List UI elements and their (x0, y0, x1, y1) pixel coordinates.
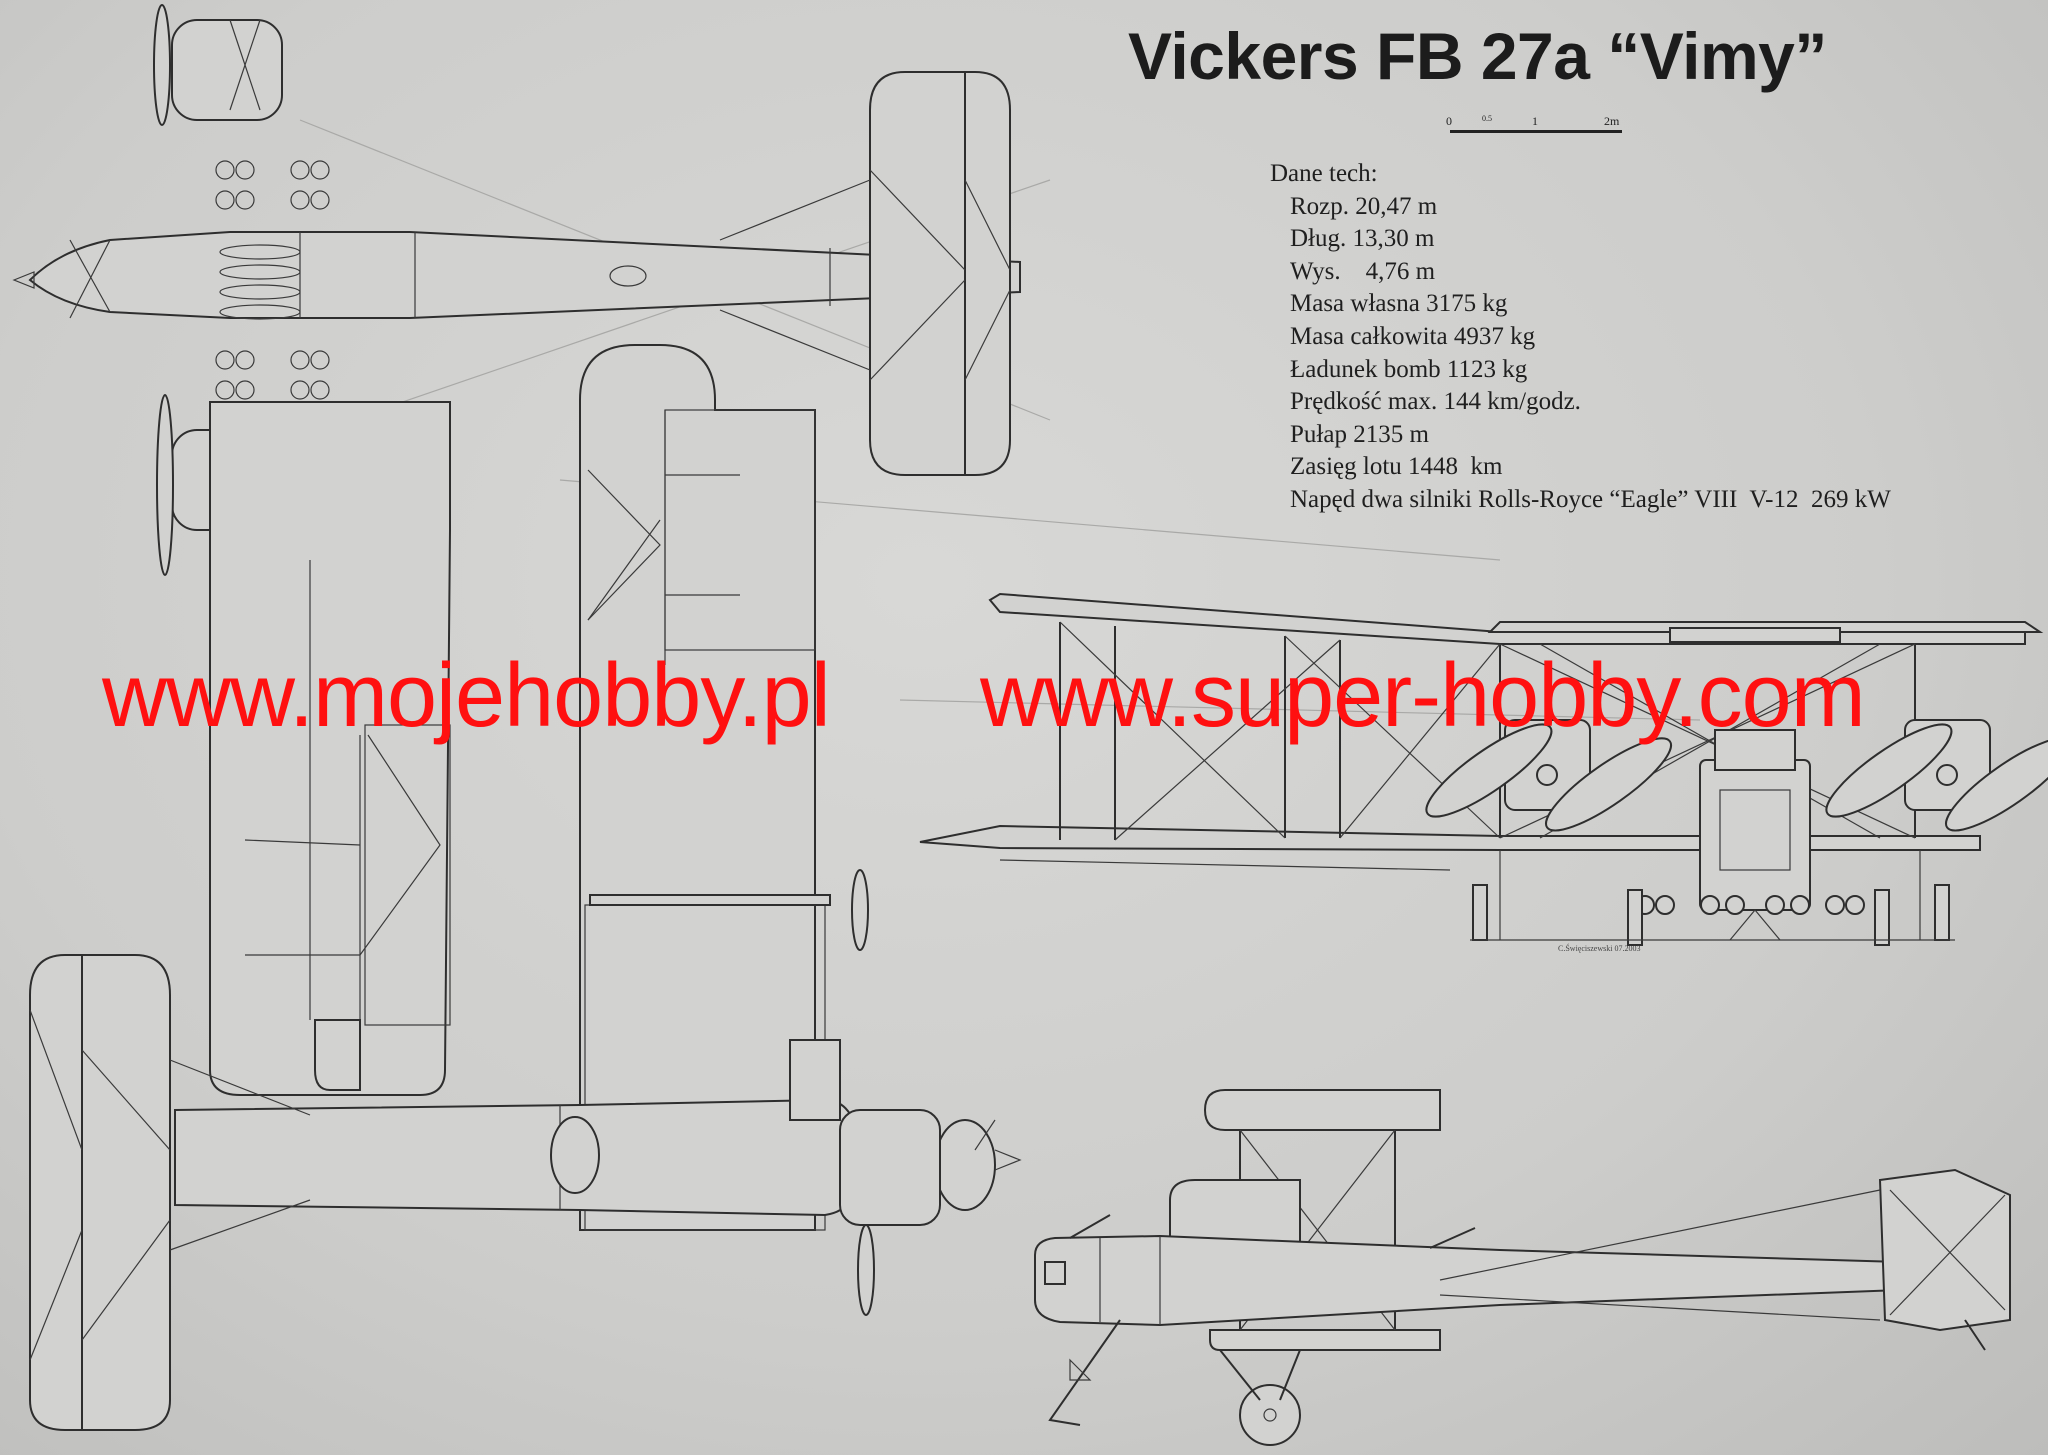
scale-tick-label: 1 (1532, 114, 1538, 128)
drawing-title: Vickers FB 27a “Vimy” (1128, 19, 1827, 93)
spec-bomb-load: Ładunek bomb 1123 kg (1290, 355, 1528, 383)
specs-heading: Dane tech: (1270, 160, 1378, 187)
scale-bar: 0 0.5 1 2m (1446, 114, 1631, 144)
spec-empty-weight: Masa własna 3175 kg (1290, 290, 1508, 318)
spec-ceiling: Pułap 2135 m (1290, 420, 1429, 448)
spec-gross-weight: Masa całkowita 4937 kg (1290, 322, 1536, 350)
scale-bar-line (1450, 130, 1622, 133)
scale-tick-label: 0 (1446, 114, 1452, 128)
spec-powerplant: Napęd dwa silniki Rolls-Royce “Eagle” VI… (1290, 485, 1891, 513)
spec-max-speed: Prędkość max. 144 km/godz. (1290, 388, 1581, 416)
front-view (919, 592, 2048, 946)
technical-data: Dane tech: Rozp. 20,47 m Dług. 13,30 m W… (1270, 158, 1891, 517)
scale-tick-label: 0.5 (1482, 114, 1492, 123)
propeller-icon (1425, 723, 2048, 832)
author-signature: C.Święciszewski 07.2003 (1558, 944, 1641, 953)
watermark-left: www.mojehobby.pl (102, 646, 831, 746)
spec-span: Rozp. 20,47 m (1290, 192, 1438, 220)
bomb-rack-icon (215, 160, 330, 400)
spec-range: Zasięg lotu 1448 km (1290, 453, 1503, 481)
watermark-right: www.super-hobby.com (980, 646, 1866, 746)
side-view (1034, 1089, 2011, 1446)
plan-view (12, 4, 1022, 1431)
scale-tick-label: 2m (1604, 114, 1620, 128)
spec-height: Wys. 4,76 m (1290, 257, 1436, 285)
spec-length: Dług. 13,30 m (1290, 225, 1435, 253)
